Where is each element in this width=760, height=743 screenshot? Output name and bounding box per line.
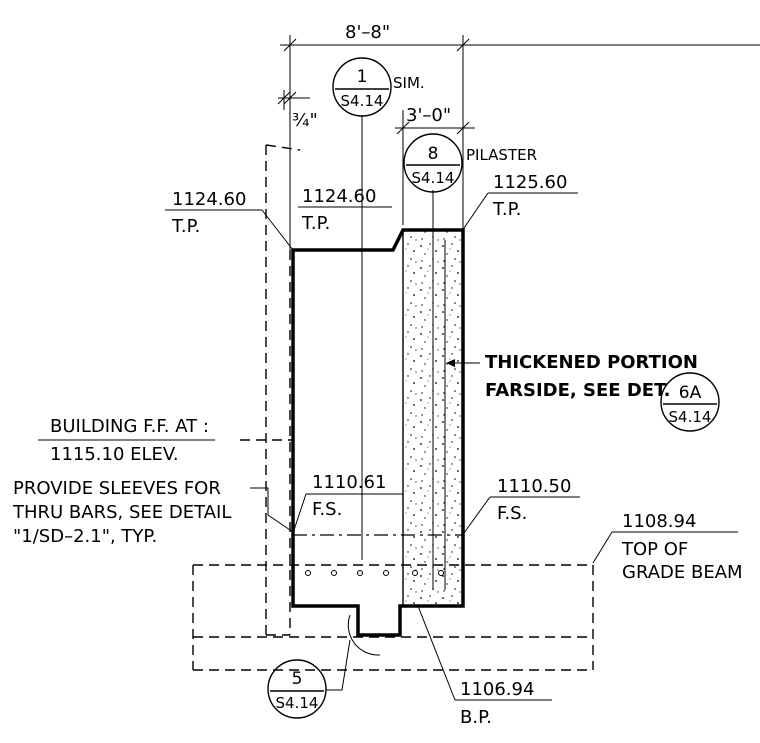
svg-text:F.S.: F.S. [497,503,527,524]
callout-detail-6a[interactable]: 6A S4.14 [660,372,720,432]
svg-text:B.P.: B.P. [460,707,492,728]
svg-text:T.P.: T.P. [171,216,200,237]
svg-text:FARSIDE, SEE DET.: FARSIDE, SEE DET. [485,380,670,401]
svg-text:TOP OF: TOP OF [621,539,688,560]
callout-1-number: 1 [357,67,368,87]
elevation-grade-beam: 1108.94 TOP OF GRADE BEAM [592,511,743,583]
overall-width-dimension: 8'–8" [345,22,390,43]
svg-text:T.P.: T.P. [301,213,330,234]
svg-text:1108.94: 1108.94 [622,511,696,532]
grade-beam [192,564,594,671]
callout-1-sheet: S4.14 [341,92,384,110]
svg-text:THICKENED PORTION: THICKENED PORTION [485,352,698,373]
svg-text:F.S.: F.S. [312,499,342,520]
svg-text:PROVIDE SLEEVES FOR: PROVIDE SLEEVES FOR [13,478,221,499]
note-thickened-portion: THICKENED PORTION FARSIDE, SEE DET. [446,352,698,401]
svg-text:"1/SD–2.1", TYP.: "1/SD–2.1", TYP. [13,526,157,547]
sleeves [305,570,444,576]
svg-text:BUILDING F.F. AT :: BUILDING F.F. AT : [50,416,209,437]
svg-text:THRU BARS, SEE DETAIL: THRU BARS, SEE DETAIL [12,502,231,523]
wall-outline [291,228,465,637]
svg-text:1106.94: 1106.94 [460,679,534,700]
note-sleeves: PROVIDE SLEEVES FOR THRU BARS, SEE DETAI… [12,478,294,547]
offset-dimension-label: ¾" [292,110,318,131]
elevation-fs-center: 1110.61 F.S. [292,472,403,534]
svg-text:1110.61: 1110.61 [312,472,386,493]
callout-8-note: PILASTER [466,146,537,164]
pilaster-width-dimension: 3'–0" [406,105,451,126]
svg-text:1124.60: 1124.60 [172,189,246,210]
elevation-bp: 1106.94 B.P. [417,605,552,728]
svg-text:T.P.: T.P. [492,199,521,220]
svg-text:GRADE BEAM: GRADE BEAM [622,562,743,583]
callout-5-number: 5 [292,669,303,689]
callout-detail-5[interactable]: 5 S4.14 [267,614,381,719]
dashed-wall [265,144,301,636]
elevation-tp-center: 1124.60 T.P. [298,186,392,234]
svg-text:1110.50: 1110.50 [497,476,571,497]
svg-text:1124.60: 1124.60 [302,186,376,207]
overall-dimension: 8'–8" [280,22,760,250]
elevation-fs-right: 1110.50 F.S. [463,476,580,534]
elevation-tp-right: 1125.60 T.P. [463,172,578,229]
callout-8-sheet: S4.14 [412,169,455,187]
callout-1-note: SIM. [393,74,425,92]
callout-8-number: 8 [428,144,439,164]
callout-detail-1[interactable]: 1 S4.14 SIM. [332,57,425,117]
pilaster-dimension: 3'–0" [395,105,475,225]
callout-5-sheet: S4.14 [276,694,319,712]
callout-6a-sheet: S4.14 [669,408,712,426]
callout-detail-8[interactable]: 8 S4.14 PILASTER [403,133,537,193]
svg-text:1115.10 ELEV.: 1115.10 ELEV. [50,444,179,465]
callout-6a-number: 6A [679,383,702,403]
note-building-ff: BUILDING F.F. AT : 1115.10 ELEV. [38,416,293,465]
offset-dimension: ¾" [277,90,318,131]
svg-text:1125.60: 1125.60 [493,172,567,193]
elevation-tp-left: 1124.60 T.P. [165,189,294,251]
